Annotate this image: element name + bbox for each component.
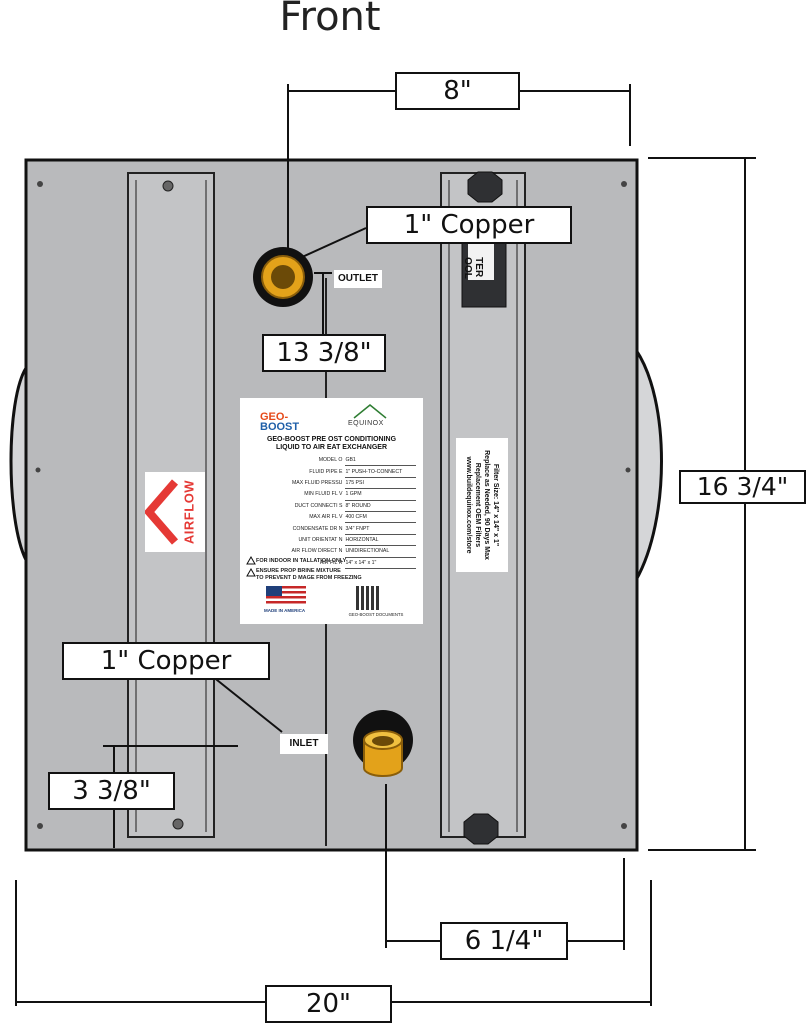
left-rail-bottom-knob-icon (172, 818, 184, 830)
left-duct-collar (9, 362, 28, 561)
airflow-text: AIRFLOW (181, 479, 197, 545)
warning-indoor: FOR INDOOR IN TALLATION ONLY (256, 558, 347, 564)
spec-value: 1" PUSH-TO-CONNECT (345, 465, 416, 478)
qr-code-icon (356, 586, 380, 610)
panel-screws (35, 181, 631, 829)
dim-total-width: 20" (265, 985, 392, 1023)
spec-key: MAX AIR FL V (309, 514, 343, 521)
filter-label-text: Filter Size: 14" x 14" x 1" Replace as N… (464, 442, 500, 568)
usa-flag-icon (266, 586, 306, 606)
filter-line1: Filter Size: 14" x 14" x 1" (492, 463, 499, 547)
warning-brine-line1: ENSURE PROP BRINE MIXTURE (256, 568, 341, 574)
right-rail-top-knob-icon (467, 171, 503, 203)
spec-value: 3/4" FNPT (345, 522, 416, 535)
spec-value: GB1 (345, 455, 416, 467)
spec-heading: GEO-BOOST PRE OST CONDITIONING LIQUID TO… (244, 436, 419, 452)
spec-key: AIR FIL R (319, 559, 343, 566)
spec-value: 8" ROUND (345, 500, 416, 512)
spec-heading-line1: GEO-BOOST PRE OST CONDITIONING (266, 436, 397, 443)
dim-outlet-height: 13 3/8" (262, 334, 386, 372)
dim-top-port-offset: 8" (395, 72, 520, 110)
spec-label: GEO- BOOST EQUINOX GEO-BOOST PRE OST CON… (240, 398, 423, 624)
filter-tool-text: TER OOL (462, 257, 484, 279)
docs-label: GEO-BOOST DOCUMENTS (348, 612, 404, 617)
spec-key: CONDENSATE DR N (292, 525, 343, 532)
airflow-sticker: AIRFLOW (145, 472, 205, 552)
airflow-arrow-icon (145, 479, 179, 545)
filter-line4: www.buildequinox.com/store (465, 456, 472, 554)
outlet-label: OUTLET (334, 270, 382, 288)
right-duct-collar (634, 345, 663, 586)
dim-total-height: 16 3/4" (679, 470, 806, 504)
spec-value: HORIZONTAL (345, 534, 416, 547)
spec-value: 1 GPM (345, 488, 416, 501)
warning-brine-line2: TO PREVENT D MAGE FROM FREEZING (256, 575, 362, 581)
filter-line2: Replace as Needed, 90 Days Max (483, 450, 490, 560)
spec-key: MODEL O (318, 457, 343, 464)
inlet-copper-fitting (353, 710, 413, 777)
spec-value: 175 PSI (345, 477, 416, 490)
dimension-lines (15, 84, 756, 1006)
spec-heading-line2: LIQUID TO AIR EAT EXCHANGER (275, 444, 388, 451)
spec-key: MAX FLUID PRESSU (291, 479, 343, 486)
inlet-label: INLET (280, 734, 328, 754)
spec-value: 400 CFM (345, 511, 416, 524)
outlet-copper-fitting (253, 247, 313, 307)
spec-value: 14" x 14" x 1" (345, 557, 416, 569)
spec-key: MIN FLUID FL V (304, 491, 343, 498)
spec-key: DUCT CONNECTI S (294, 502, 343, 509)
equinox-house-icon (353, 404, 387, 419)
made-in-america: MADE IN AMERICA (264, 608, 306, 613)
logo-bottom: BOOST (260, 421, 300, 433)
dim-inlet-copper: 1" Copper (62, 642, 270, 680)
spec-key: FLUID PIPE E (309, 468, 343, 475)
warning-icon (246, 556, 256, 577)
dim-inlet-height: 3 3/8" (48, 772, 175, 810)
spec-key: UNIT ORIENTAT N (298, 536, 343, 543)
left-rail-top-knob-icon (162, 180, 174, 192)
filter-label: Filter Size: 14" x 14" x 1" Replace as N… (456, 438, 508, 572)
spec-key: AIR FLOW DIRECT N (291, 548, 343, 555)
spec-value: UNIDIRECTIONAL (345, 545, 416, 558)
filter-line3: Replacement OEM Filters (474, 462, 481, 548)
dim-bottom-port-offset: 6 1/4" (440, 922, 568, 960)
geo-boost-logo: GEO- BOOST (260, 411, 300, 433)
view-title: Front (279, 0, 381, 40)
logo-top: GEO- (260, 411, 289, 423)
equinox-logo: EQUINOX (348, 420, 384, 427)
dim-outlet-copper: 1" Copper (366, 206, 572, 244)
right-rail-bottom-knob-icon (463, 813, 499, 845)
